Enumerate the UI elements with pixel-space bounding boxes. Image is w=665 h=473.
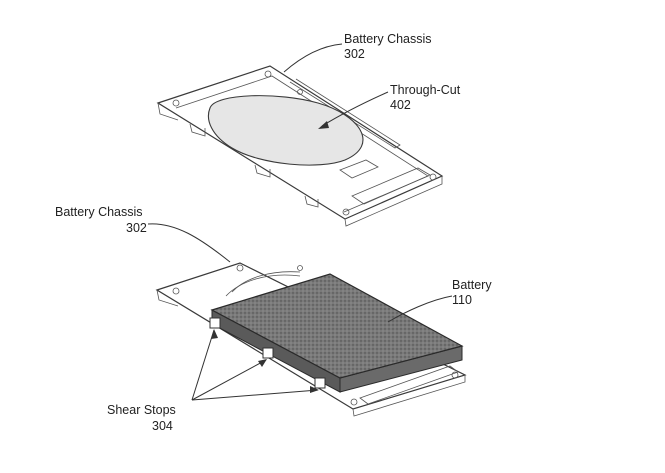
top-battery-chassis	[156, 65, 444, 227]
label-bottom-chassis-name: Battery Chassis	[55, 205, 143, 219]
label-through-cut: Through-Cut 402	[390, 83, 461, 112]
through-cut	[207, 95, 364, 166]
label-shear-stops: Shear Stops 304	[107, 403, 176, 433]
shear-stop	[262, 347, 274, 359]
battery	[210, 273, 464, 393]
label-through-cut-name: Through-Cut	[390, 83, 461, 97]
leader-lines	[147, 43, 453, 401]
label-bottom-chassis: Battery Chassis 302	[55, 205, 147, 235]
battery-top	[210, 273, 464, 379]
label-top-chassis: Battery Chassis 302	[344, 32, 432, 61]
label-battery: Battery 110	[452, 278, 492, 307]
bottom-battery-chassis	[155, 262, 467, 417]
label-battery-number: 110	[452, 293, 472, 307]
label-shear-stops-name: Shear Stops	[107, 403, 176, 417]
shear-stop	[314, 377, 326, 389]
label-battery-name: Battery	[452, 278, 492, 292]
label-top-chassis-number: 302	[344, 47, 365, 61]
shear-stop	[209, 317, 221, 329]
label-through-cut-number: 402	[390, 98, 411, 112]
shear-stops	[209, 317, 326, 389]
label-shear-stops-number: 304	[152, 419, 173, 433]
label-bottom-chassis-number: 302	[126, 221, 147, 235]
label-top-chassis-name: Battery Chassis	[344, 32, 432, 46]
